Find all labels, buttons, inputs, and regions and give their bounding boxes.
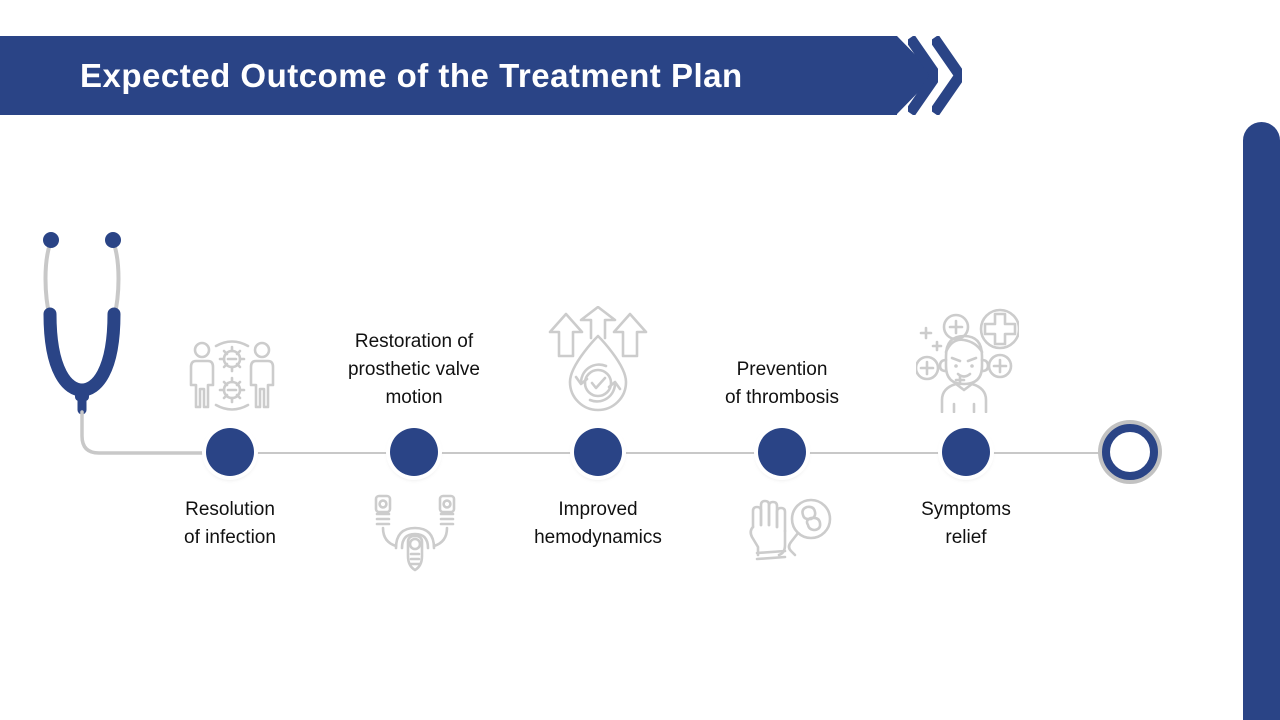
label-line-1: Resolution — [185, 499, 275, 520]
label-line-2: relief — [945, 527, 987, 548]
label-line-2: of thrombosis — [724, 387, 840, 408]
banner-chevron-1 — [908, 36, 938, 115]
prosthetic-valve-device-icon — [368, 492, 462, 572]
label-line-1: Prevention — [736, 359, 828, 380]
label-line-2: hemodynamics — [534, 527, 662, 548]
timeline-end-marker — [1102, 424, 1158, 480]
page-title: Expected Outcome of the Treatment Plan — [80, 56, 743, 94]
banner-chevron-2 — [932, 36, 962, 115]
label-improved-hemodynamics: Improved hemodynamics — [483, 496, 713, 552]
label-line-2: of infection — [184, 527, 276, 548]
timeline-node-4[interactable] — [758, 428, 806, 476]
timeline-node-5[interactable] — [942, 428, 990, 476]
two-people-virus-icon — [186, 333, 278, 418]
label-line-1: Improved — [558, 499, 638, 520]
hand-stop-clot-magnifier-icon — [745, 497, 835, 565]
label-restoration-of-prosthetic-valve-motion: Restoration of prosthetic valve motion — [299, 328, 529, 412]
label-line-2: prosthetic valve — [347, 359, 480, 380]
label-line-3: motion — [385, 387, 443, 408]
label-line-1: Symptoms — [921, 499, 1011, 520]
label-prevention-of-thrombosis: Prevention of thrombosis — [667, 356, 897, 412]
timeline-node-1[interactable] — [206, 428, 254, 476]
label-line-1: Restoration of — [354, 331, 474, 352]
happy-patient-plus-signs-icon — [916, 308, 1019, 413]
timeline-node-2[interactable] — [390, 428, 438, 476]
label-symptoms-relief: Symptoms relief — [851, 496, 1081, 552]
stethoscope-illustration — [40, 222, 222, 467]
timeline-node-3[interactable] — [574, 428, 622, 476]
timeline-baseline — [200, 452, 1135, 454]
right-edge-bar — [1243, 122, 1280, 720]
title-banner: Expected Outcome of the Treatment Plan — [0, 36, 897, 115]
blood-drop-circulation-icon — [546, 306, 651, 414]
label-resolution-of-infection: Resolution of infection — [115, 496, 345, 552]
